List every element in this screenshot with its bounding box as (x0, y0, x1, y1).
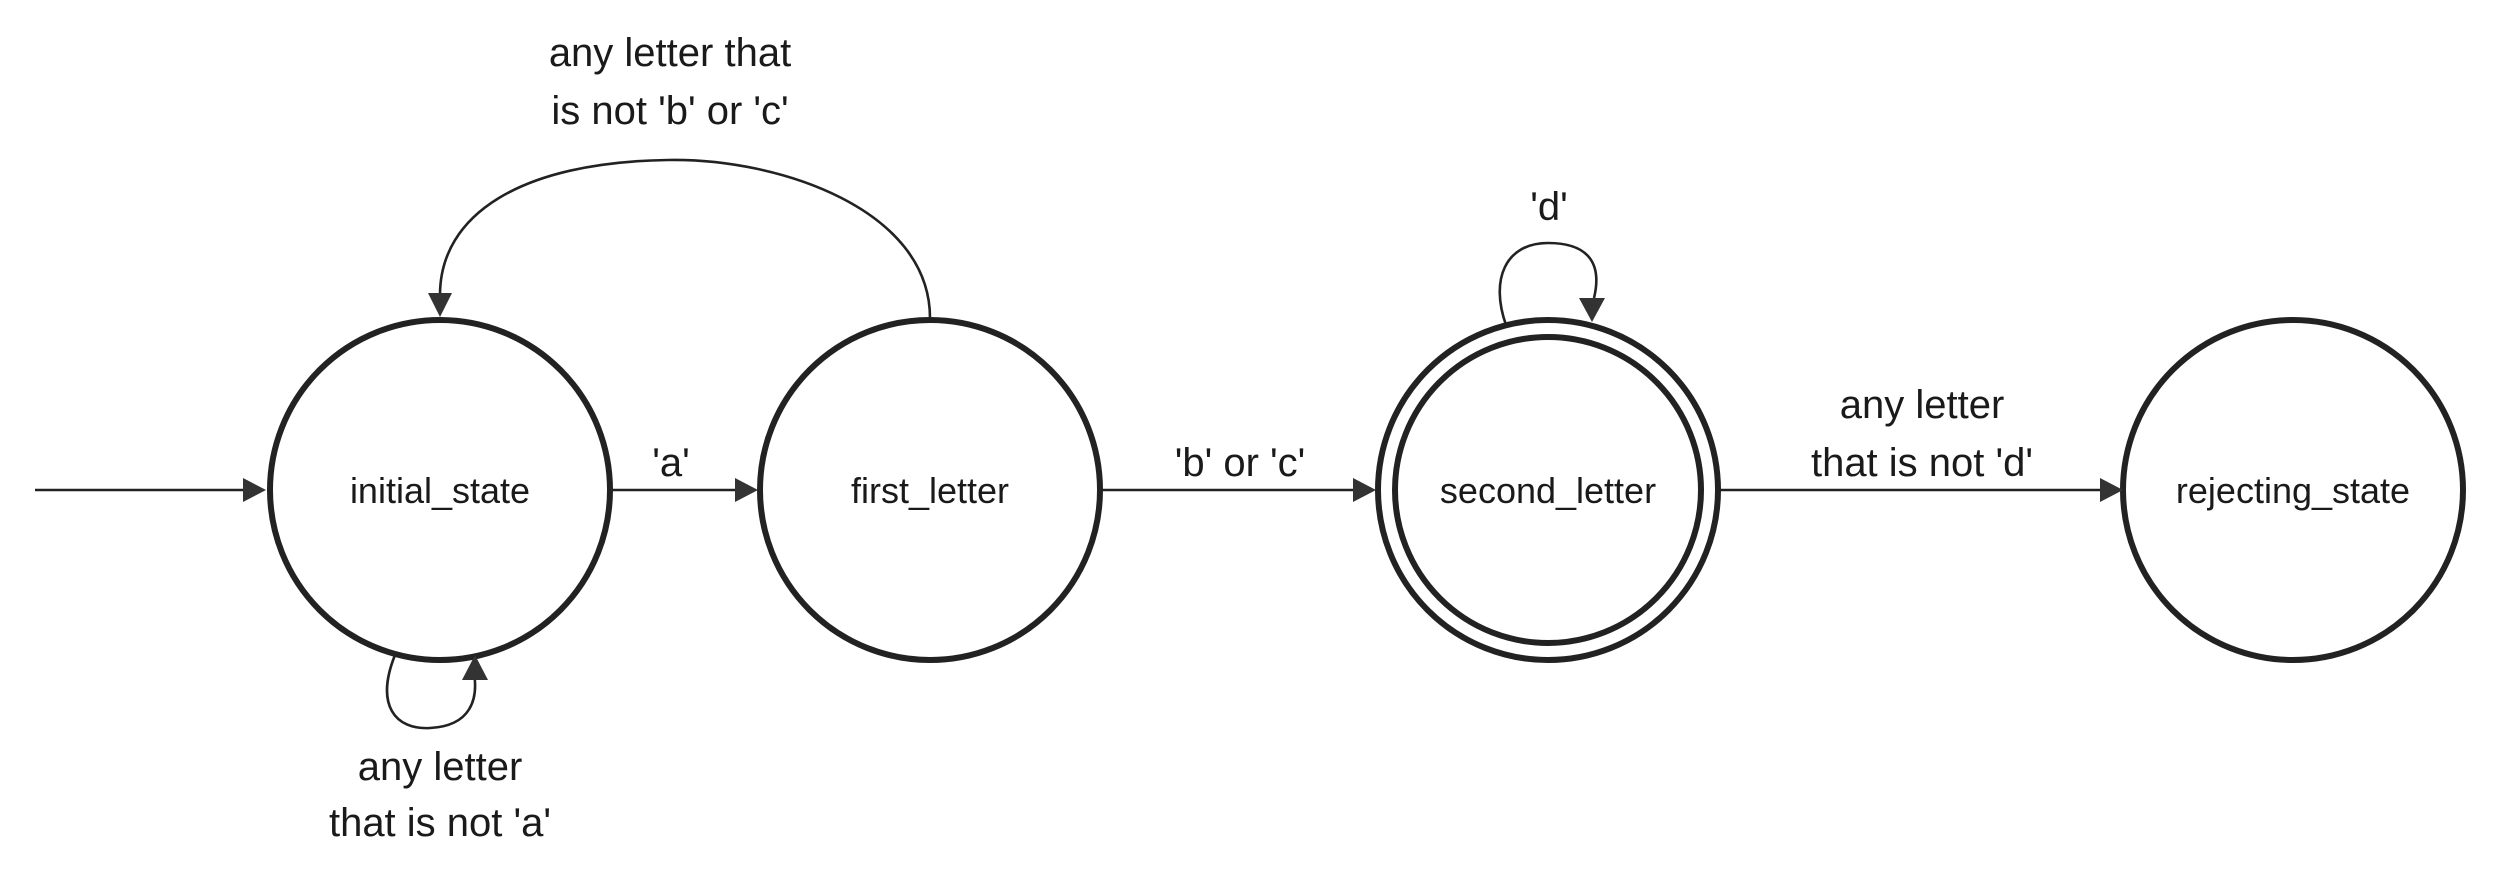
transition-second-to-rejecting: any letter that is not 'd' (1720, 383, 2123, 502)
state-second-letter-label: second_letter (1440, 470, 1656, 511)
state-second-letter: second_letter (1375, 317, 1721, 663)
second-self-loop-arrowhead (1579, 298, 1605, 322)
state-initial: initial_state (267, 317, 613, 663)
transition-initial-self-loop: any letter that is not 'a' (329, 654, 551, 845)
first-to-initial-label-line1: any letter that (549, 31, 791, 75)
second-self-loop-label: 'd' (1530, 185, 1568, 229)
initial-to-first-arrowhead (735, 478, 758, 502)
state-rejecting-label: rejecting_state (2176, 470, 2410, 511)
start-arrowhead (243, 478, 266, 502)
second-to-rejecting-label-line1: any letter (1840, 383, 2005, 427)
initial-self-loop-label-line2: that is not 'a' (329, 801, 551, 845)
transition-first-to-initial: any letter that is not 'b' or 'c' (428, 31, 932, 319)
transition-first-to-second: 'b' or 'c' (1102, 441, 1376, 502)
first-to-initial-label-line2: is not 'b' or 'c' (551, 89, 788, 133)
state-second-letter-outer-circle (1375, 317, 1721, 663)
state-first-letter-label: first_letter (851, 470, 1009, 511)
first-to-initial-arrowhead (428, 293, 452, 317)
second-to-rejecting-label-line2: that is not 'd' (1811, 441, 2033, 485)
state-second-letter-inner-circle (1392, 334, 1704, 646)
first-to-second-label: 'b' or 'c' (1175, 441, 1306, 485)
state-first-letter: first_letter (757, 317, 1103, 663)
transition-initial-to-first: 'a' (612, 441, 758, 502)
state-rejecting: rejecting_state (2120, 317, 2466, 663)
state-initial-circle (267, 317, 613, 663)
start-transition (35, 478, 266, 502)
initial-self-loop-arrowhead (462, 655, 488, 680)
initial-to-first-label: 'a' (652, 441, 690, 485)
state-initial-label: initial_state (350, 470, 530, 511)
first-to-second-arrowhead (1353, 478, 1376, 502)
state-first-letter-circle (757, 317, 1103, 663)
second-to-rejecting-arrowhead (2100, 478, 2123, 502)
initial-self-loop-label-line1: any letter (358, 745, 523, 789)
transition-second-self-loop: 'd' (1498, 185, 1605, 326)
